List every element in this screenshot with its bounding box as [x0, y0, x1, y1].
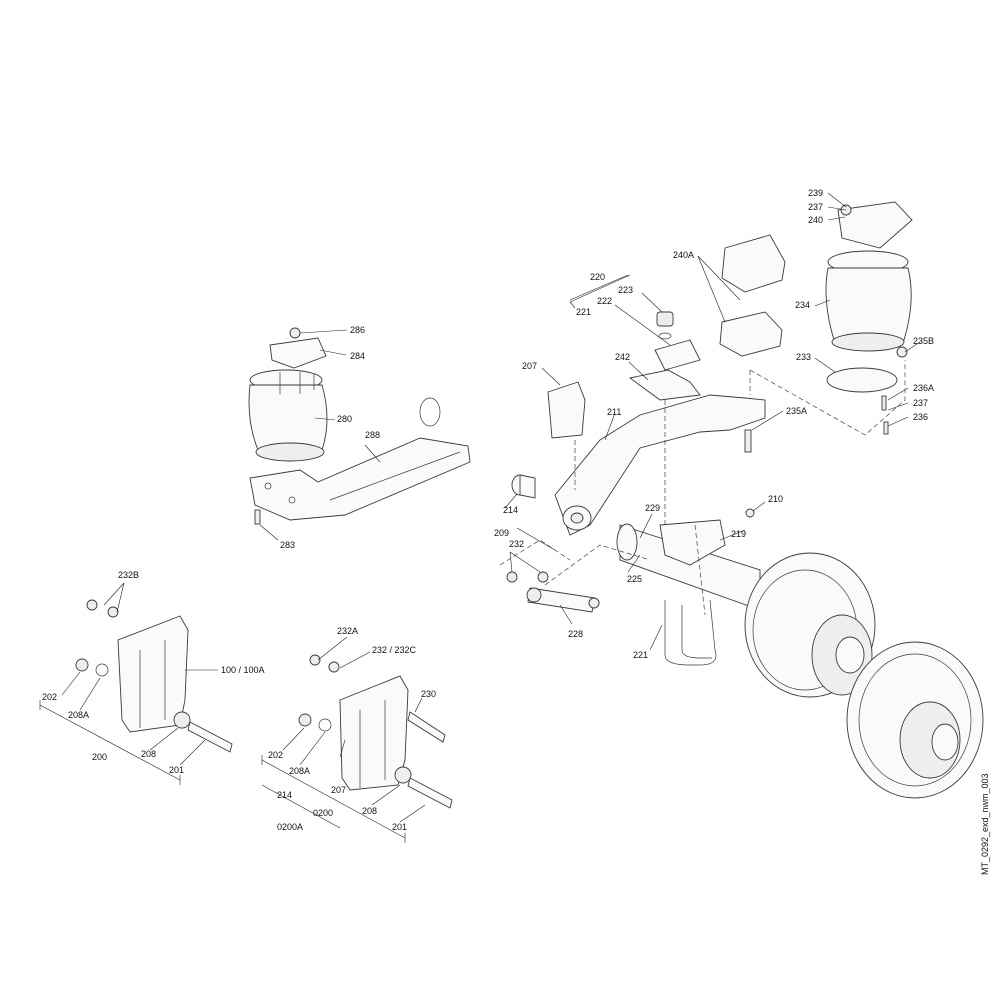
label-100-100A: 100 / 100A — [221, 665, 265, 675]
label-288: 288 — [365, 430, 381, 440]
label-202: 202 — [268, 750, 284, 760]
shock-absorber-228 — [506, 571, 600, 613]
label-228: 228 — [568, 629, 584, 639]
label-236A: 236A — [913, 383, 935, 393]
trailing-arm-288 — [249, 397, 471, 525]
label-240: 240 — [808, 215, 824, 225]
label-208A: 208A — [289, 766, 311, 776]
label-210: 210 — [768, 494, 784, 504]
label-201: 201 — [169, 765, 185, 775]
label-221: 221 — [576, 307, 592, 317]
label-209: 209 — [494, 528, 510, 538]
label-229: 229 — [645, 503, 661, 513]
label-234: 234 — [795, 300, 811, 310]
label-211: 211 — [607, 407, 622, 417]
trailing-arm-211 — [547, 311, 766, 536]
label-240A: 240A — [673, 250, 695, 260]
label-230: 230 — [421, 689, 437, 699]
label-235B: 235B — [913, 336, 935, 346]
label-284: 284 — [350, 351, 366, 361]
label-207: 207 — [522, 361, 538, 371]
label-208A: 208A — [68, 710, 90, 720]
label-208: 208 — [141, 749, 157, 759]
label-220: 220 — [590, 272, 606, 282]
document-id: MT_0292_exd_nwm_003 — [980, 773, 990, 875]
air-spring-left — [248, 327, 328, 462]
label-237: 237 — [808, 202, 824, 212]
label-221: 221 — [633, 650, 649, 660]
hanger-bracket-0200 — [298, 654, 453, 809]
label-280: 280 — [337, 414, 353, 424]
label-208: 208 — [362, 806, 378, 816]
label-207: 207 — [331, 785, 347, 795]
hanger-bracket-200 — [75, 599, 233, 753]
label-232A: 232A — [337, 626, 359, 636]
label-232-232C: 232 / 232C — [372, 645, 417, 655]
label-214: 214 — [503, 505, 519, 515]
label-202: 202 — [42, 692, 58, 702]
label-232B: 232B — [118, 570, 140, 580]
axle-assembly — [616, 508, 984, 799]
label-242: 242 — [615, 352, 631, 362]
label-286: 286 — [350, 325, 366, 335]
label-0200A: 0200A — [277, 822, 304, 832]
label-239: 239 — [808, 188, 824, 198]
label-237: 237 — [913, 398, 929, 408]
label-200: 200 — [92, 752, 108, 762]
air-spring-right — [825, 201, 913, 435]
label-219: 219 — [731, 529, 747, 539]
label-201: 201 — [392, 822, 408, 832]
label-236: 236 — [913, 412, 929, 422]
label-222: 222 — [597, 296, 613, 306]
label-214: 214 — [277, 790, 293, 800]
assembly-dashed-lines — [499, 360, 906, 616]
label-223: 223 — [618, 285, 634, 295]
bushing-214 — [511, 474, 536, 499]
leader-lines — [39, 192, 921, 843]
label-233: 233 — [796, 352, 812, 362]
label-232: 232 — [509, 539, 525, 549]
bracket-240A — [719, 234, 786, 357]
label-0200: 0200 — [313, 808, 334, 818]
label-235A: 235A — [786, 406, 808, 416]
label-225: 225 — [627, 574, 643, 584]
label-283: 283 — [280, 540, 296, 550]
